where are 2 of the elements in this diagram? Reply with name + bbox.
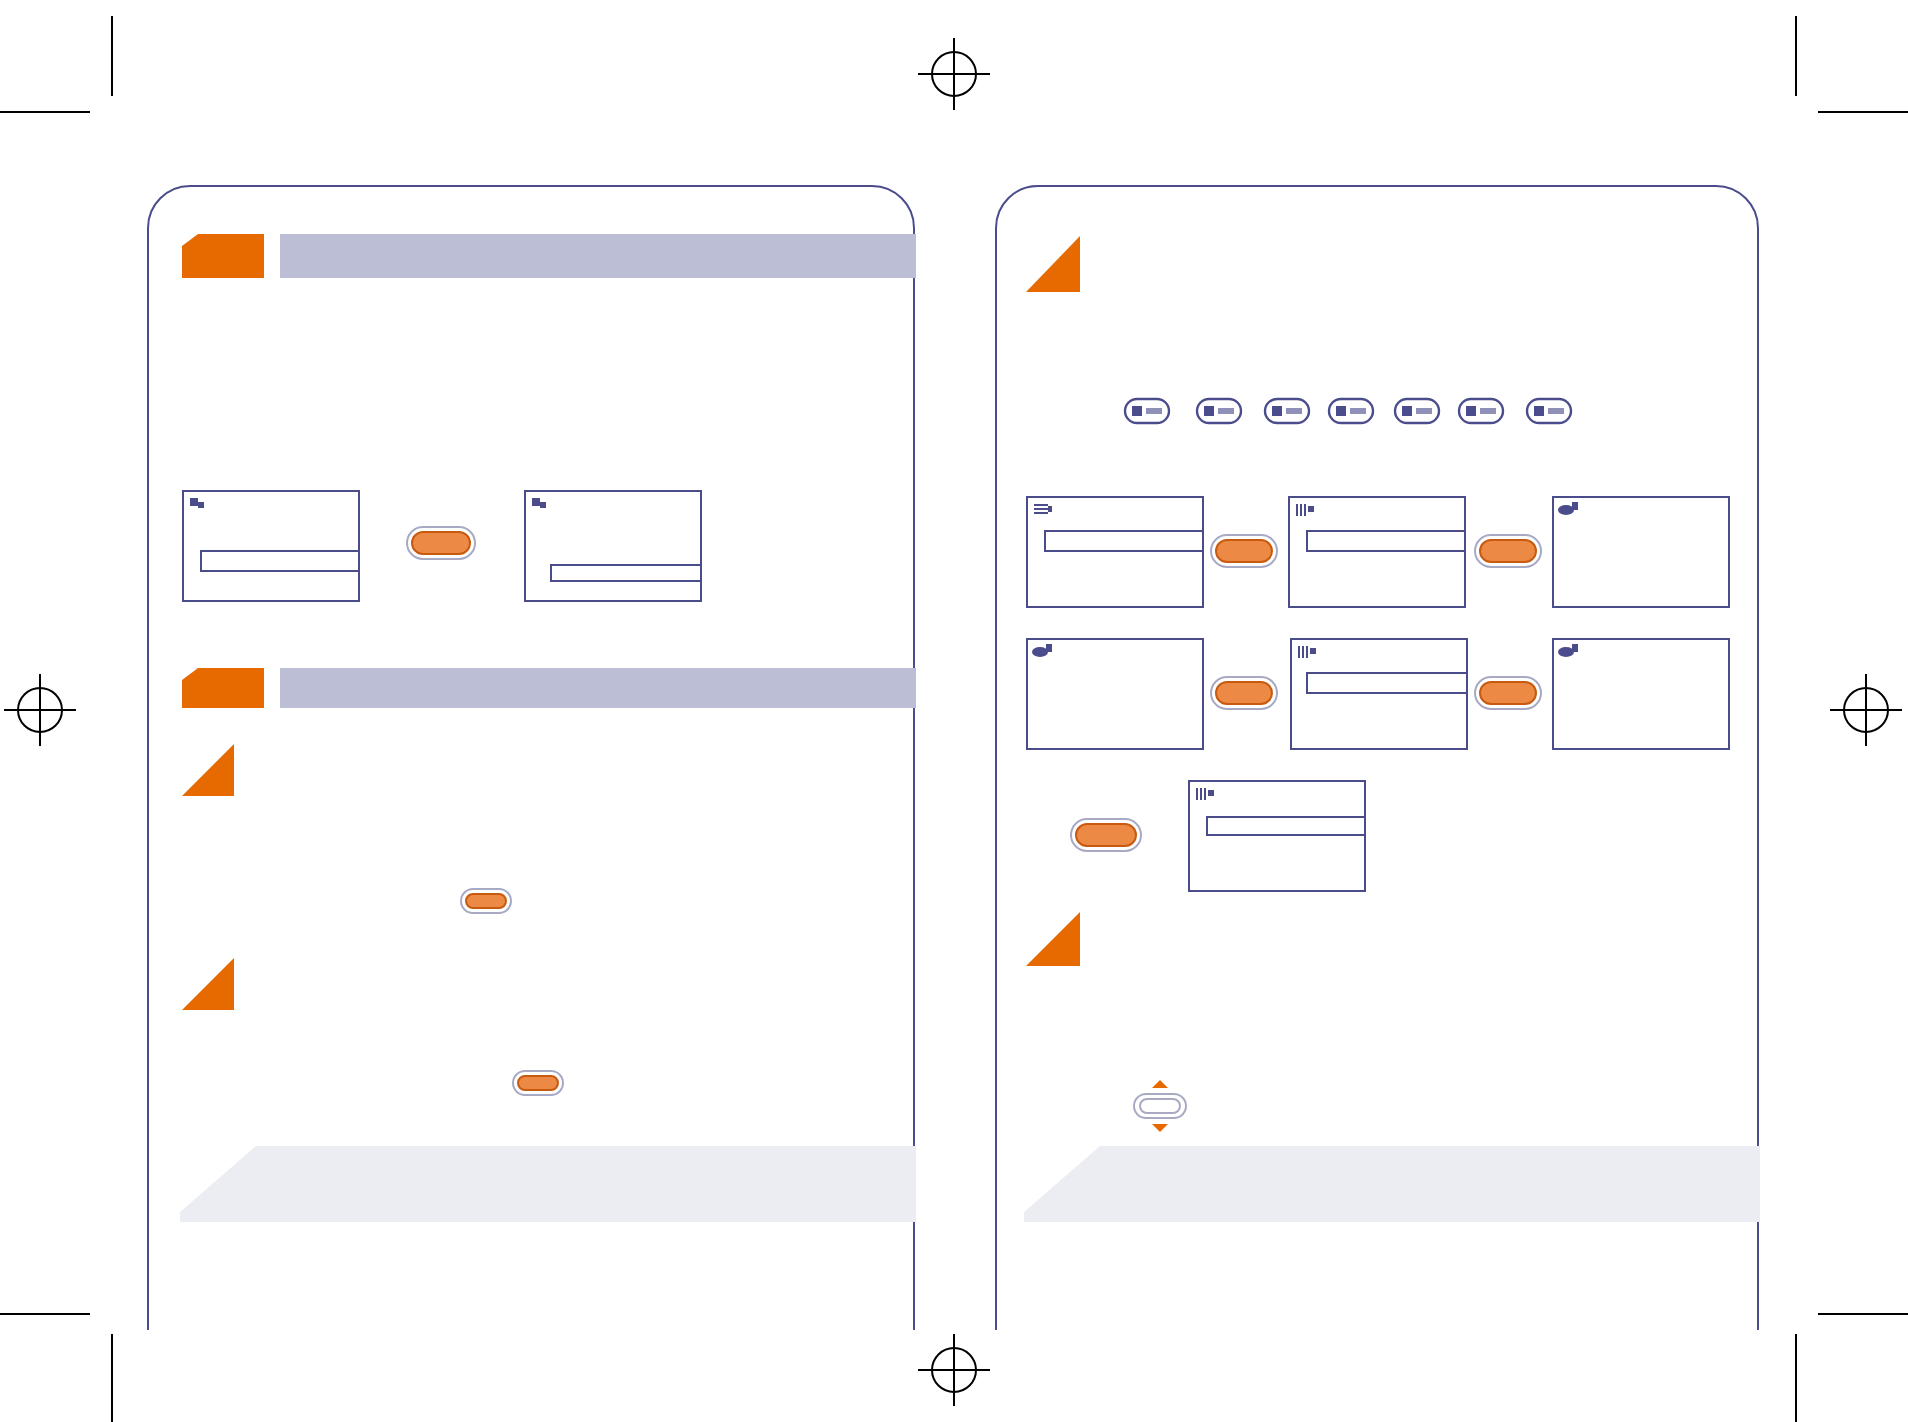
note-band [1024,1146,1760,1222]
note-band [180,1146,916,1222]
